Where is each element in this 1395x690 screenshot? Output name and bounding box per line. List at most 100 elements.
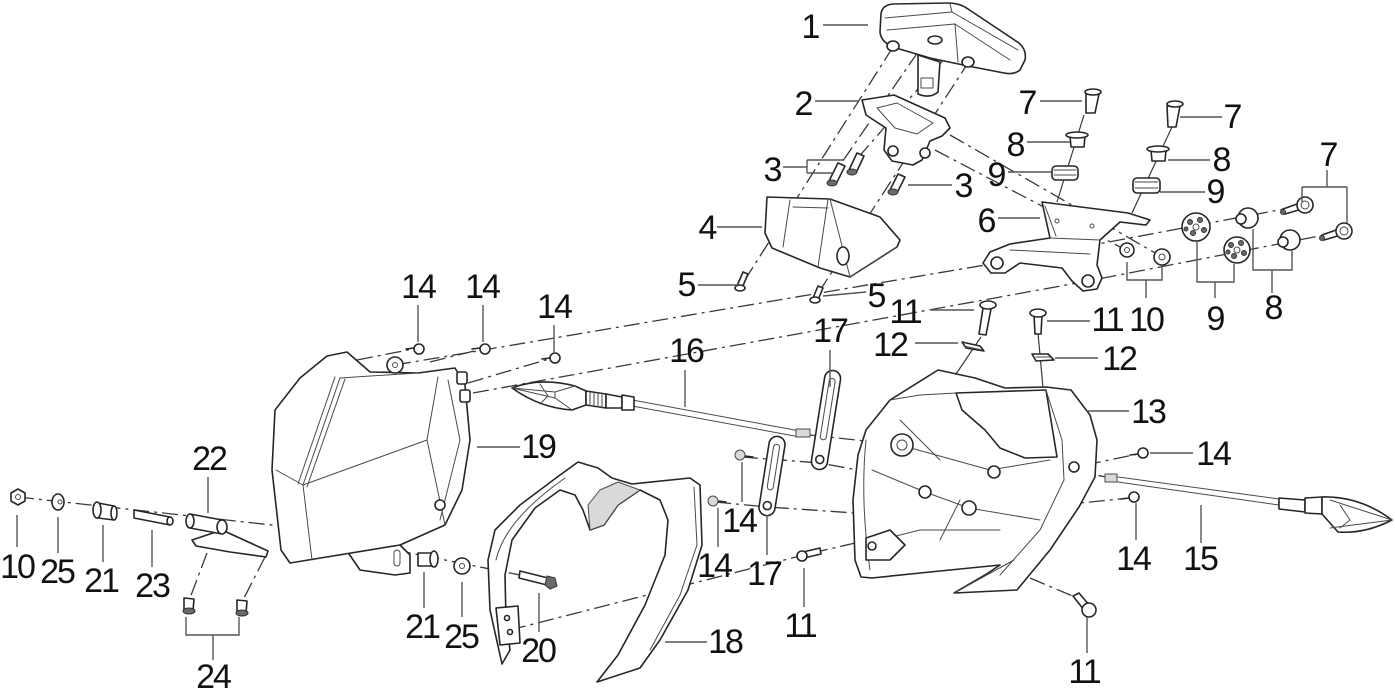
assembly-line <box>467 358 550 384</box>
screw <box>471 343 491 355</box>
callout-label: 14 <box>401 268 436 306</box>
callout-11: 11 <box>784 568 819 645</box>
assembly-line <box>189 552 208 599</box>
screw <box>734 271 749 292</box>
callout-label: 4 <box>699 209 717 247</box>
assembly-line <box>949 134 1158 255</box>
pin <box>133 509 174 526</box>
callout-9: 9 <box>988 156 1052 194</box>
callout-3: 3 <box>764 151 843 189</box>
callout-label: 23 <box>135 567 170 605</box>
callout-label: 5 <box>678 266 696 304</box>
callout-label: 11 <box>784 607 816 645</box>
callout-5: 5 <box>678 266 738 304</box>
callout-18: 18 <box>665 623 745 661</box>
callout-label: 14 <box>697 547 732 585</box>
screw <box>734 449 754 461</box>
washer <box>453 557 471 575</box>
turn-signal-left <box>511 381 811 438</box>
callout-8: 8 <box>1007 126 1070 164</box>
callout-label: 14 <box>1196 435 1231 473</box>
hinge-bracket <box>185 513 269 558</box>
callout-label: 7 <box>1320 136 1338 174</box>
assembly-line <box>356 348 414 361</box>
screw <box>182 597 196 615</box>
callout-label: 3 <box>955 167 973 205</box>
callout-8: 8 <box>1252 229 1293 327</box>
callout-label: 12 <box>873 326 908 364</box>
washer <box>1153 248 1171 266</box>
callout-17: 17 <box>813 312 850 387</box>
callout-10: 10 <box>0 515 37 586</box>
callout-label: 2 <box>795 85 813 123</box>
callout-14: 14 <box>722 462 759 540</box>
callout-label: 17 <box>747 555 782 593</box>
screw <box>1120 491 1140 503</box>
flanged-washer <box>1235 207 1259 229</box>
assembly-line <box>1029 577 1083 601</box>
callout-25: 25 <box>40 517 77 591</box>
callout-label: 22 <box>192 440 227 478</box>
callout-6: 6 <box>978 202 1040 240</box>
callout-22: 22 <box>192 440 229 513</box>
washer <box>1119 242 1135 258</box>
callout-label: 20 <box>521 632 556 670</box>
screw <box>1129 447 1149 459</box>
assembly-line <box>429 349 479 363</box>
slot-bracket <box>758 435 786 517</box>
callout-label: 24 <box>196 658 231 690</box>
callout-label: 21 <box>84 562 119 600</box>
guide-line <box>1131 126 1173 214</box>
callout-24: 24 <box>185 617 240 690</box>
callout-17: 17 <box>747 515 784 593</box>
screw <box>796 547 822 562</box>
callout-14: 14 <box>465 268 502 342</box>
callout-label: 10 <box>1129 301 1164 339</box>
pin-rivet <box>978 300 997 336</box>
callout-12: 12 <box>873 326 958 364</box>
collar <box>1065 131 1089 148</box>
instrument-meter <box>879 2 1027 97</box>
callout-19: 19 <box>477 428 558 466</box>
headlight <box>271 351 471 576</box>
callout-9: 9 <box>1196 242 1235 338</box>
callout-15: 15 <box>1183 505 1220 578</box>
guide-line <box>1056 114 1085 203</box>
callout-label: 8 <box>1213 141 1231 179</box>
bolt <box>518 570 558 590</box>
callout-label: 16 <box>669 332 704 370</box>
mount-bracket <box>982 201 1151 292</box>
screw <box>405 343 425 355</box>
callout-label: 13 <box>1131 393 1166 431</box>
callout-label: 5 <box>868 277 886 315</box>
callout-label: 25 <box>444 618 479 656</box>
callout-label: 6 <box>978 202 996 240</box>
rubber-grommet <box>1132 177 1161 194</box>
bolt <box>1319 222 1353 241</box>
callout-label: 17 <box>813 312 848 350</box>
callout-label: 8 <box>1007 126 1025 164</box>
callout-label: 1 <box>802 8 820 46</box>
front-fairing <box>487 461 703 683</box>
callout-25: 25 <box>444 582 481 656</box>
assembly-line <box>740 46 894 287</box>
headlight-cowl <box>852 369 1098 594</box>
meter-visor <box>764 196 901 278</box>
callout-label: 9 <box>1207 173 1225 211</box>
pin-bolt <box>1084 88 1102 114</box>
callout-11: 11 <box>1047 301 1126 339</box>
assembly-line <box>242 556 266 601</box>
callout-label: 14 <box>465 268 500 306</box>
callout-21: 21 <box>84 525 121 600</box>
collar <box>1146 145 1170 162</box>
screw <box>541 352 561 364</box>
screw <box>235 599 249 617</box>
callout-label: 14 <box>722 502 757 540</box>
callout-14: 14 <box>537 288 574 352</box>
clip-nut <box>1031 353 1055 362</box>
guide-line <box>955 336 982 375</box>
clip-nut <box>961 341 985 352</box>
callout-23: 23 <box>135 530 172 605</box>
callout-21: 21 <box>405 572 442 646</box>
